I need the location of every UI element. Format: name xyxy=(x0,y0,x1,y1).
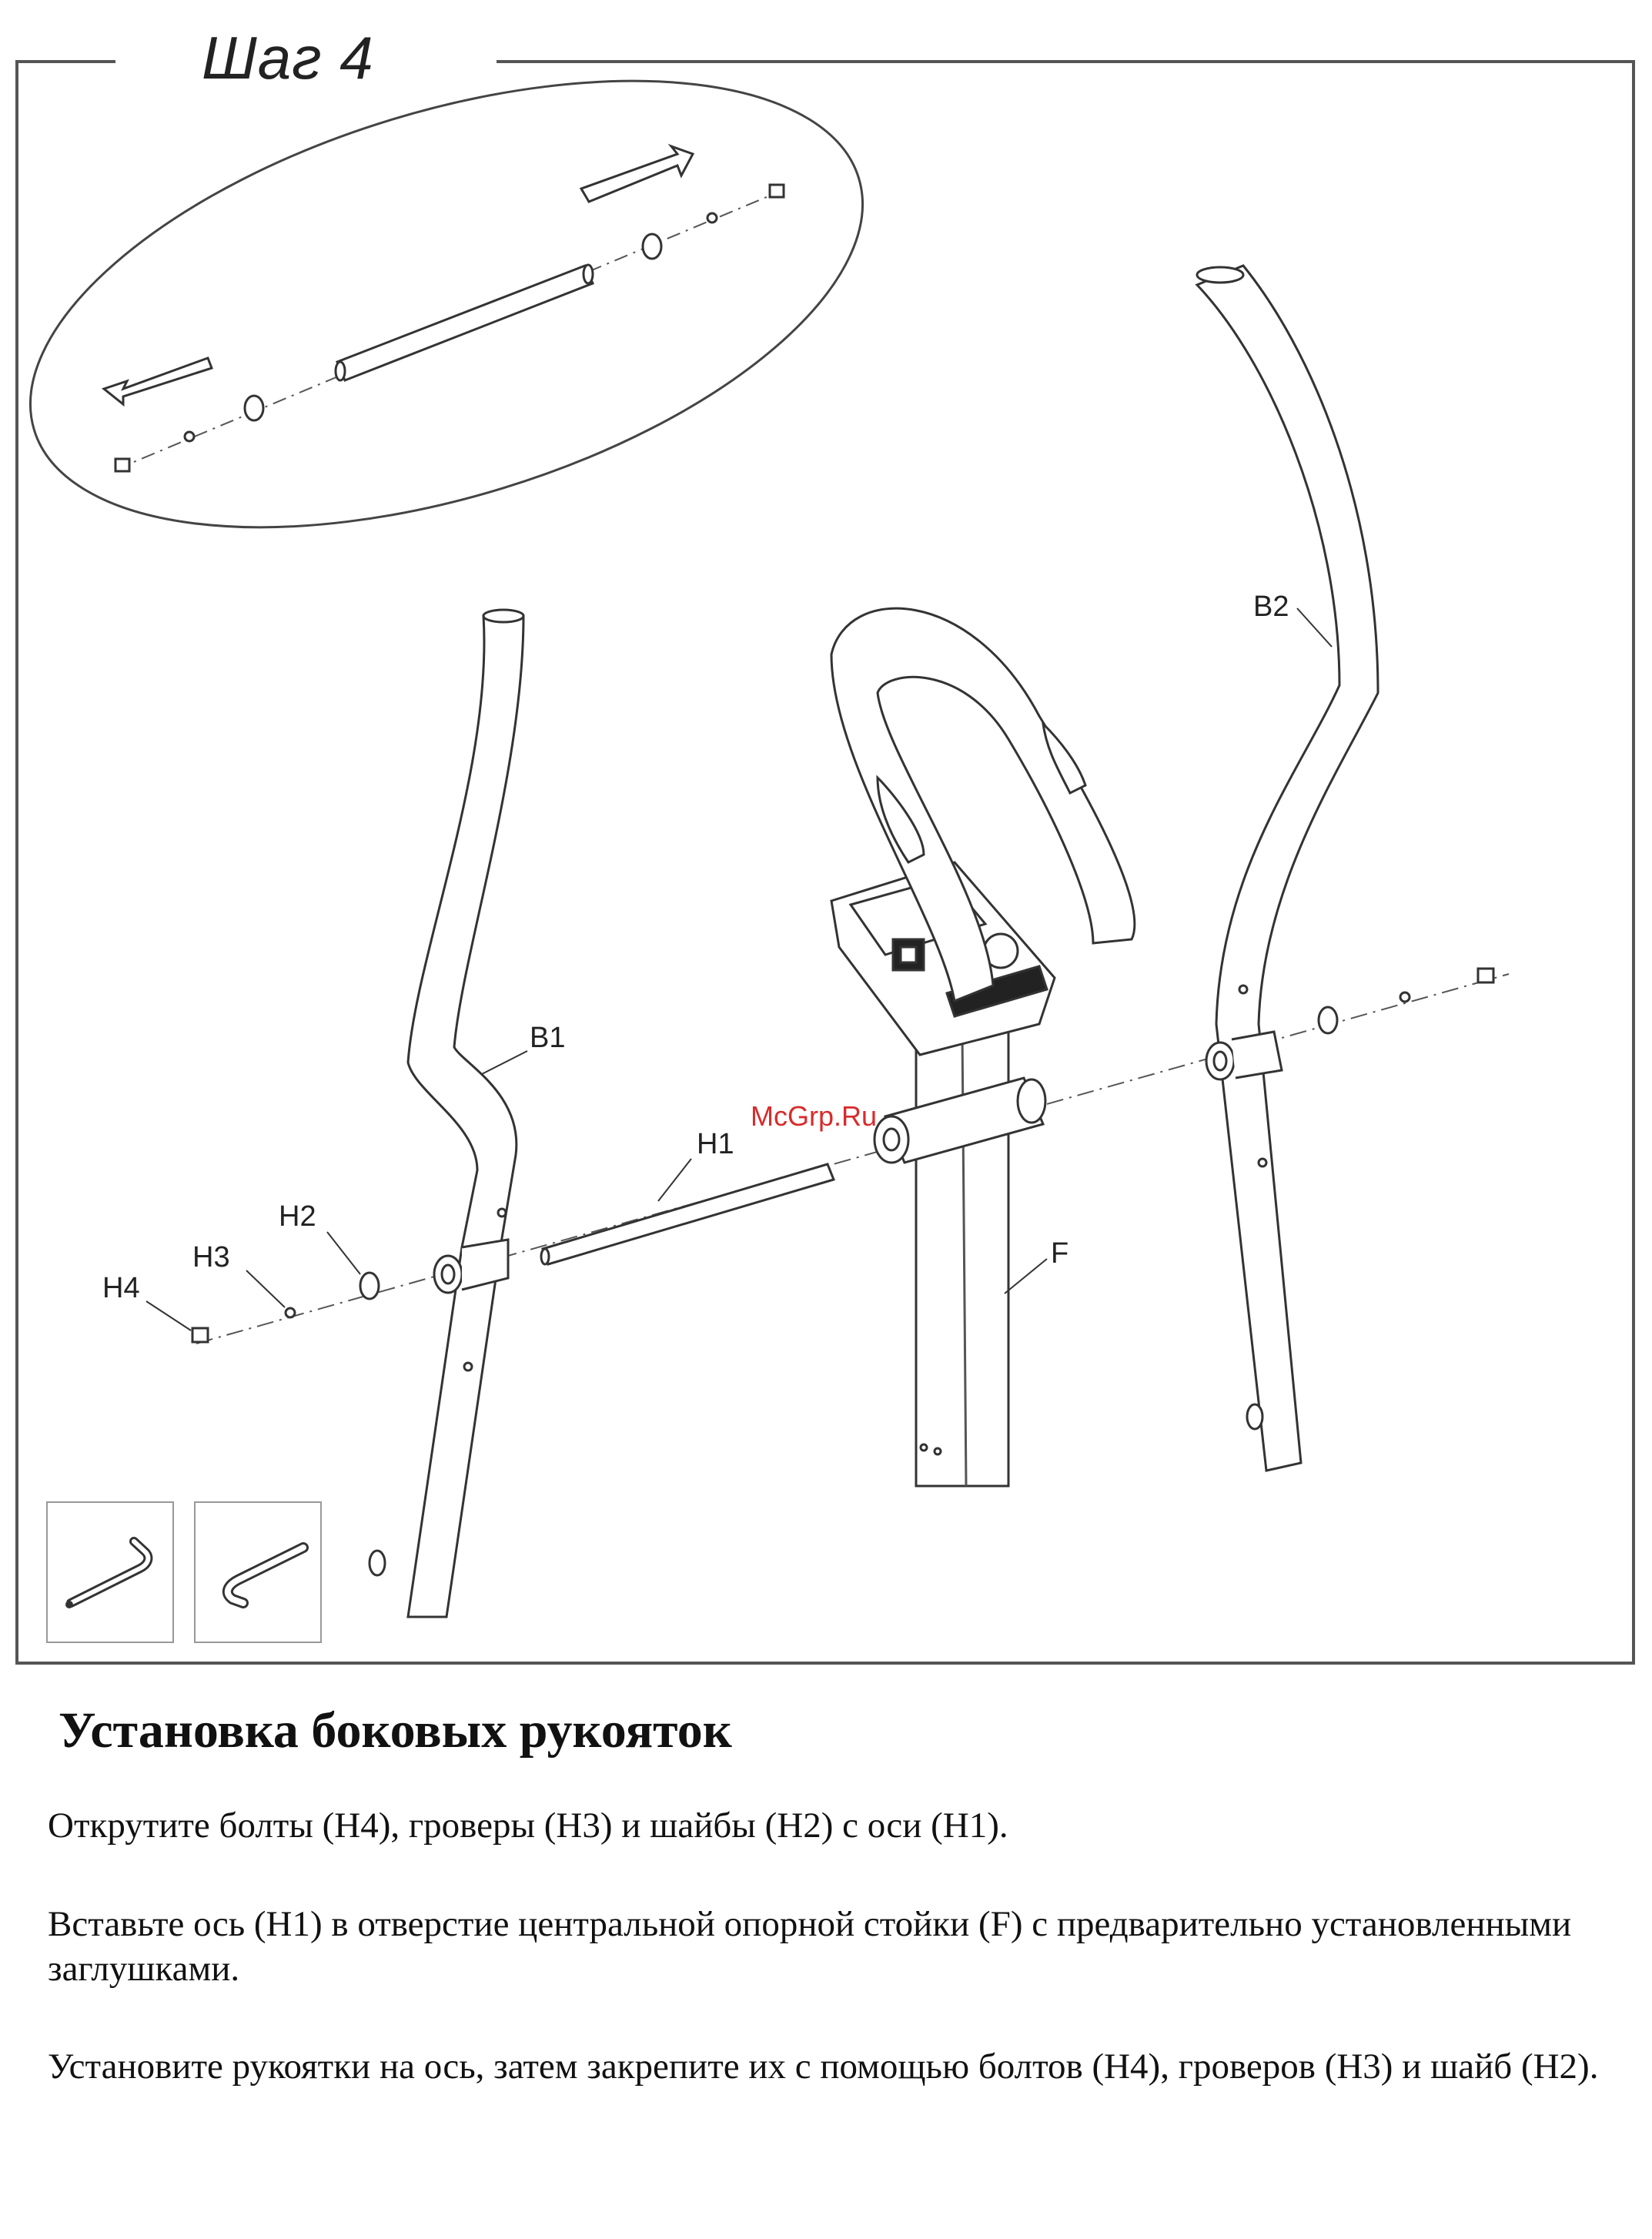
label-b1: B1 xyxy=(530,1022,565,1054)
label-h1: H1 xyxy=(697,1128,734,1160)
step-title: Шаг 4 xyxy=(202,24,374,92)
hex-key-icon xyxy=(222,1542,309,1608)
label-f: F xyxy=(1051,1237,1068,1270)
instruction-paragraph-2: Вставьте ось (H1) в отверстие центрально… xyxy=(48,1904,1572,1989)
section-heading: Установка боковых рукояток xyxy=(59,1702,732,1759)
right-handle-b2 xyxy=(1195,264,1379,1472)
left-handle-b1 xyxy=(368,608,525,1618)
allen-key-icon xyxy=(65,1537,153,1608)
label-h2: H2 xyxy=(279,1200,316,1233)
tool-box-allen-key xyxy=(46,1501,174,1643)
label-h4: H4 xyxy=(102,1272,140,1304)
instruction-paragraph-3: Установите рукоятки на ось, затем закреп… xyxy=(48,2047,1599,2087)
label-b2: B2 xyxy=(1253,591,1289,623)
instruction-paragraph-1: Открутите болты (H4), гроверы (H3) и шай… xyxy=(48,1806,1008,1846)
detail-ellipse xyxy=(29,79,864,529)
axle-h1 xyxy=(540,1163,836,1266)
frame-border xyxy=(15,60,1635,1665)
hardware-group xyxy=(191,967,1495,1344)
watermark: McGrp.Ru xyxy=(751,1100,877,1132)
tool-box-hex-key xyxy=(194,1501,322,1643)
diagram-svg: B1 B2 H1 H2 H3 H4 F McGrp.Ru xyxy=(15,60,1635,1665)
leader-lines xyxy=(145,607,1333,1331)
central-column-f xyxy=(830,607,1136,1488)
assembly-diagram: B1 B2 H1 H2 H3 H4 F McGrp.Ru Шаг 4 xyxy=(15,24,1635,1665)
label-h3: H3 xyxy=(192,1241,230,1273)
